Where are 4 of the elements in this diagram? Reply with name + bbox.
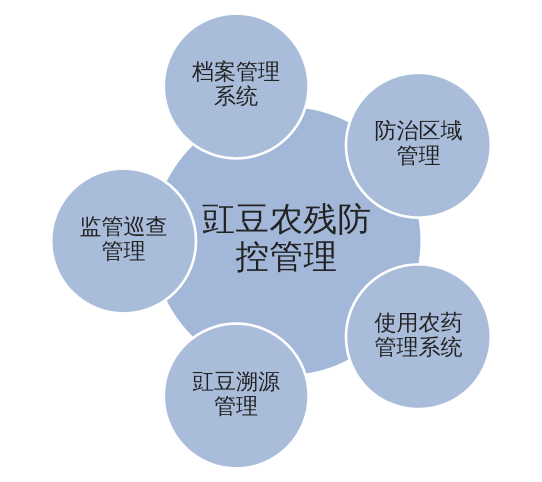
node-circle: 豇豆溯源管理 bbox=[162, 322, 310, 470]
node-circle: 监管巡查管理 bbox=[50, 167, 198, 315]
node-circle: 使用农药管理系统 bbox=[344, 263, 492, 410]
node-circle: 档案管理系统 bbox=[162, 12, 310, 160]
